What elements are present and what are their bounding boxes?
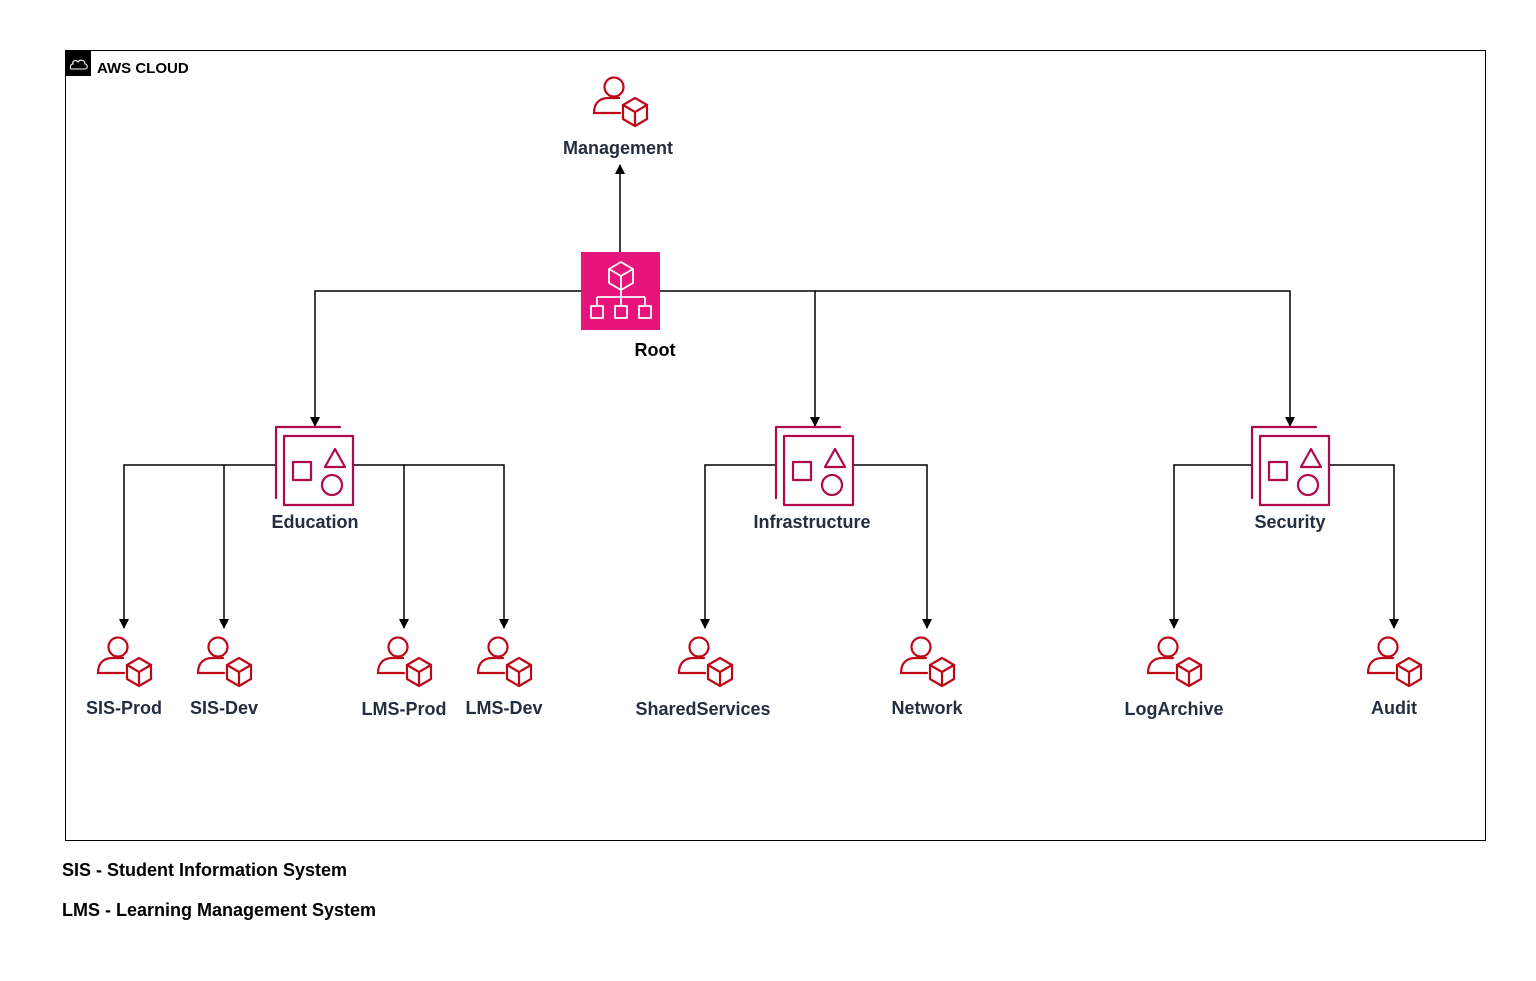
edge-education-sis-prod [119,464,275,629]
account-label-logarchive: LogArchive [1124,699,1223,719]
sharedservices-account-icon [677,636,734,688]
account-label-sis-dev: SIS-Dev [190,698,258,718]
container-label: AWS CLOUD [97,60,189,77]
ou-label-security: Security [1254,512,1325,532]
logarchive-account-icon [1146,636,1203,688]
security-ou-icon [1250,425,1331,507]
account-label-audit: Audit [1371,698,1417,718]
account-label-lms-prod: LMS-Prod [362,699,447,719]
ou-label-infrastructure: Infrastructure [753,512,870,532]
root-label: Root [635,340,676,360]
account-label-network: Network [891,698,963,718]
cloud-icon [69,59,88,70]
management-label: Management [563,138,673,158]
legend-lms: LMS - Learning Management System [62,900,377,920]
cloud-icon-tab [65,50,91,76]
edge-infrastructure-sharedservices [700,464,775,629]
ou-label-education: Education [271,512,358,532]
audit-account-icon [1366,636,1423,688]
edge-root-infrastructure [660,290,820,427]
sis-dev-account-icon [196,636,253,688]
organizations-icon [581,252,660,330]
lms-dev-account-icon [476,636,533,688]
account-label-sis-prod: SIS-Prod [86,698,162,718]
account-label-lms-dev: LMS-Dev [465,698,542,718]
edge-education-lms-prod [353,464,409,629]
infrastructure-ou-icon [774,425,855,507]
management-account-icon [592,76,649,128]
edge-education-lms-dev [404,464,509,629]
education-ou-icon [274,425,355,507]
edge-root-education [310,290,582,427]
edge-security-audit [1329,464,1399,629]
sis-prod-account-icon [96,636,153,688]
account-label-sharedservices: SharedServices [635,699,770,719]
aws-cloud-container [65,50,1486,841]
edge-infrastructure-network [853,464,932,629]
edge-root-security [815,290,1295,427]
legend-sis: SIS - Student Information System [62,860,348,880]
edge-security-logarchive [1169,464,1251,629]
edges [119,164,1399,629]
lms-prod-account-icon [376,636,433,688]
network-account-icon [899,636,956,688]
